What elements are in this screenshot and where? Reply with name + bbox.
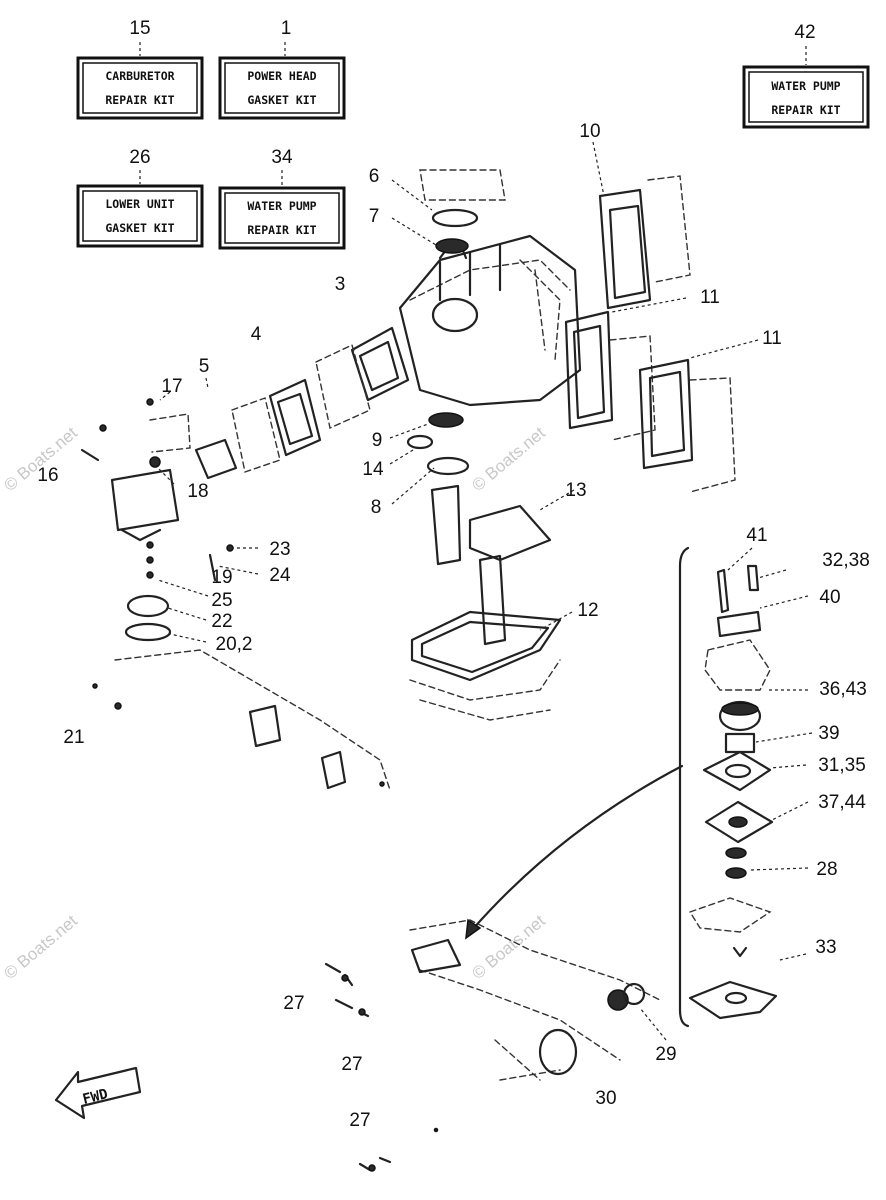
callout-label: 20,2 bbox=[216, 634, 253, 655]
callout-numbers: 10 6 7 3 11 11 4 5 17 9 14 16 8 18 13 23… bbox=[37, 121, 869, 1131]
kit-label-line2: GASKET KIT bbox=[247, 93, 316, 107]
fwd-label: FWD bbox=[81, 1086, 109, 1108]
kit-number: 15 bbox=[129, 18, 150, 39]
callout-label: 24 bbox=[269, 565, 291, 586]
intake-manifold-stack bbox=[194, 326, 410, 480]
kit-box-lower-unit-gasket[interactable]: LOWER UNIT GASKET KIT bbox=[76, 184, 204, 248]
kit-box-carburetor-repair[interactable]: CARBURETOR REPAIR KIT bbox=[76, 56, 204, 120]
callout-label: 40 bbox=[819, 587, 840, 608]
callout-label: 10 bbox=[579, 121, 600, 142]
kit-box-water-pump-repair-34[interactable]: WATER PUMP REPAIR KIT bbox=[218, 186, 346, 250]
cylinder-head-cover bbox=[419, 169, 506, 254]
callout-label: 36,43 bbox=[819, 679, 867, 700]
callout-label: 5 bbox=[199, 356, 210, 377]
kit-label-line1: POWER HEAD bbox=[247, 69, 316, 83]
callout-label: 16 bbox=[37, 465, 58, 486]
callout-label: 12 bbox=[577, 600, 598, 621]
lower-unit-gearcase bbox=[324, 919, 661, 1172]
exhaust-gasket-11a bbox=[564, 310, 656, 441]
kit-label-line1: WATER PUMP bbox=[247, 199, 316, 213]
callout-label: 18 bbox=[187, 481, 208, 502]
callout-label: 28 bbox=[816, 859, 837, 880]
callout-label: 23 bbox=[269, 539, 290, 560]
callout-label: 8 bbox=[371, 497, 382, 518]
callout-label: 9 bbox=[372, 430, 383, 451]
callout-label: 27 bbox=[349, 1110, 370, 1131]
callout-label: 32,38 bbox=[822, 550, 870, 571]
kit-label-line2: REPAIR KIT bbox=[771, 103, 840, 117]
callout-label: 30 bbox=[595, 1088, 616, 1109]
callout-label: 41 bbox=[746, 525, 767, 546]
kit-number: 1 bbox=[281, 18, 292, 39]
kit-box-power-head-gasket[interactable]: POWER HEAD GASKET KIT bbox=[218, 56, 346, 120]
carburetor bbox=[80, 398, 234, 642]
watermark: © Boats.net bbox=[0, 911, 81, 983]
cylinder-block[interactable] bbox=[398, 234, 582, 407]
callout-label: 33 bbox=[815, 937, 836, 958]
callout-label: 29 bbox=[655, 1044, 676, 1065]
callout-label: 37,44 bbox=[818, 792, 866, 813]
callout-label: 21 bbox=[63, 727, 84, 748]
water-pump-parts bbox=[688, 564, 778, 1020]
callout-label: 14 bbox=[362, 459, 384, 480]
kit-label-line1: CARBURETOR bbox=[105, 69, 174, 83]
callout-label: 11 bbox=[762, 328, 782, 349]
driveshaft-housing-seals bbox=[406, 412, 562, 721]
callout-label: 31,35 bbox=[818, 755, 866, 776]
callout-label: 22 bbox=[211, 611, 232, 632]
watermark: © Boats.net bbox=[468, 423, 549, 495]
pump-location-arrow bbox=[465, 764, 684, 940]
kit-number: 42 bbox=[794, 22, 815, 43]
callout-label: 3 bbox=[335, 274, 346, 295]
callout-label: 11 bbox=[700, 287, 720, 308]
callout-label: 6 bbox=[369, 166, 380, 187]
callout-label: 25 bbox=[211, 590, 232, 611]
kit-number: 26 bbox=[129, 147, 150, 168]
callout-label: 27 bbox=[341, 1054, 362, 1075]
leader-lines bbox=[157, 141, 813, 1041]
callout-label: 13 bbox=[565, 480, 586, 501]
kit-numbers: 15 1 42 26 34 bbox=[129, 18, 816, 186]
water-pump-bracket bbox=[678, 546, 690, 1028]
exhaust-cover-10 bbox=[598, 175, 691, 310]
callout-label: 27 bbox=[283, 993, 304, 1014]
bottom-cowling-bracket bbox=[92, 649, 391, 791]
kit-label-line2: REPAIR KIT bbox=[105, 93, 174, 107]
callout-label: 4 bbox=[251, 324, 262, 345]
kit-label-line2: REPAIR KIT bbox=[247, 223, 316, 237]
kit-label-line2: GASKET KIT bbox=[105, 221, 174, 235]
callout-label: 19 bbox=[211, 567, 232, 588]
watermarks: © Boats.net © Boats.net © Boats.net © Bo… bbox=[0, 423, 549, 983]
exhaust-gasket-11b bbox=[638, 358, 736, 493]
forward-direction-arrow: FWD bbox=[54, 1066, 142, 1120]
kit-label-line1: LOWER UNIT bbox=[105, 197, 174, 211]
callout-label: 39 bbox=[818, 723, 839, 744]
callout-label: 17 bbox=[161, 376, 182, 397]
kit-label-line1: WATER PUMP bbox=[771, 79, 840, 93]
kit-number: 34 bbox=[271, 147, 293, 168]
callout-label: 7 bbox=[369, 206, 380, 227]
kit-box-water-pump-repair-42[interactable]: WATER PUMP REPAIR KIT bbox=[742, 65, 870, 129]
